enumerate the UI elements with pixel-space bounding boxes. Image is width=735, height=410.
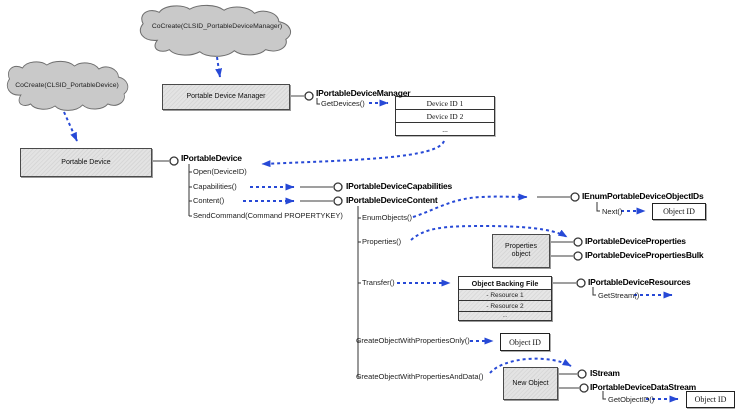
circle-iportabledevice xyxy=(169,156,179,166)
method-getobjectid: GetObjectID() xyxy=(608,395,655,404)
method-createobjectwithpropertiesanddata: CreateObjectWithPropertiesAndData() xyxy=(356,372,484,381)
object-backing-file-box: Object Backing File - Resource 1 - Resou… xyxy=(458,276,552,321)
circle-iportabledevicedatastream xyxy=(579,383,589,393)
method-sendcommand: SendCommand(Command PROPERTYKEY) xyxy=(193,211,343,220)
cloud-cocreate-manager-label: CoCreate(CLSID_PortableDeviceManager) xyxy=(151,23,283,30)
arrow-cocreate-manager xyxy=(215,56,223,78)
circle-iportabledevicemanager xyxy=(304,91,314,101)
object-id-box-create-only: Object ID xyxy=(500,333,550,351)
object-id-box-next: Object ID xyxy=(652,203,706,220)
portable-device-manager-label: Portable Device Manager xyxy=(186,93,266,100)
method-getdevices: GetDevices() xyxy=(321,99,365,108)
object-backing-file-header: Object Backing File xyxy=(471,278,539,288)
method-enumobjects: EnumObjects() xyxy=(362,213,413,222)
circle-ienumportabledeviceobjectids xyxy=(570,192,580,202)
cloud-shape-manager xyxy=(139,4,292,57)
iface-iportabledevicecapabilities: IPortableDeviceCapabilities xyxy=(346,181,453,191)
properties-object-label-line1: Properties xyxy=(505,243,537,250)
circle-iportabledevicecontent xyxy=(333,196,343,206)
iface-iportabledevicedatastream: IPortableDeviceDataStream xyxy=(590,382,697,392)
arrow-create-props-data xyxy=(489,357,572,374)
iface-iportabledevicemanager: IPortableDeviceManager xyxy=(316,88,411,98)
resource-row-1: - Resource 1 xyxy=(459,289,551,300)
lollipop-stems xyxy=(150,95,579,389)
device-id-list: Device ID 1 Device ID 2 ... xyxy=(395,96,495,136)
object-id-box-getobjectid: Object ID xyxy=(686,391,735,408)
resource-row-2: - Resource 2 xyxy=(459,300,551,311)
resource-row-more: ... xyxy=(459,311,551,320)
method-open: Open(DeviceID) xyxy=(193,167,247,176)
circle-iportabledeviceproperties xyxy=(573,237,583,247)
iface-iportabledeviceproperties: IPortableDeviceProperties xyxy=(585,236,686,246)
properties-object-box: Properties object xyxy=(492,234,550,268)
circle-iportabledevicepropertiesbulk xyxy=(573,251,583,261)
device-id-row-more: ... xyxy=(395,122,495,136)
iface-istream: IStream xyxy=(590,368,620,378)
arrow-properties xyxy=(410,224,568,241)
iface-iportabledeviceresources: IPortableDeviceResources xyxy=(588,277,691,287)
circle-iportabledeviceresources xyxy=(576,278,586,288)
iface-iportabledevice: IPortableDevice xyxy=(181,153,242,163)
method-transfer: Transfer() xyxy=(362,278,395,287)
iface-ienumportabledeviceobjectids: IEnumPortableDeviceObjectIDs xyxy=(582,191,704,201)
cloud-cocreate-device-label: CoCreate(CLSID_PortableDevice) xyxy=(15,82,119,89)
portable-device-manager-box: Portable Device Manager xyxy=(162,84,290,110)
iface-iportabledevicecontent: IPortableDeviceContent xyxy=(346,195,438,205)
method-brackets xyxy=(188,98,606,400)
device-id-row-1: Device ID 1 xyxy=(395,96,495,110)
arrow-enumobjects xyxy=(412,193,528,218)
new-object-box: New Object xyxy=(503,367,558,400)
iface-iportabledevicepropertiesbulk: IPortableDevicePropertiesBulk xyxy=(585,250,704,260)
method-createobjectwithpropertiesonly: CreateObjectWithPropertiesOnly() xyxy=(356,336,470,345)
flow-arrows xyxy=(63,56,679,403)
method-next: Next() xyxy=(602,207,623,216)
cloud-shape-device xyxy=(6,60,129,111)
portable-device-label: Portable Device xyxy=(61,158,111,166)
method-properties: Properties() xyxy=(362,237,402,246)
method-capabilities: Capabilities() xyxy=(193,182,237,191)
new-object-label: New Object xyxy=(512,379,549,387)
interface-circles xyxy=(169,91,589,393)
method-getstream: GetStream() xyxy=(598,291,640,300)
portable-device-box: Portable Device xyxy=(20,148,152,177)
arrow-deviceid-to-open xyxy=(261,140,445,168)
device-id-row-2: Device ID 2 xyxy=(395,109,495,123)
arrow-cocreate-device xyxy=(63,111,78,142)
circle-iportabledevicecapabilities xyxy=(333,182,343,192)
circle-istream xyxy=(577,369,587,379)
method-content: Content() xyxy=(193,196,225,205)
properties-object-label-line2: object xyxy=(511,251,531,258)
